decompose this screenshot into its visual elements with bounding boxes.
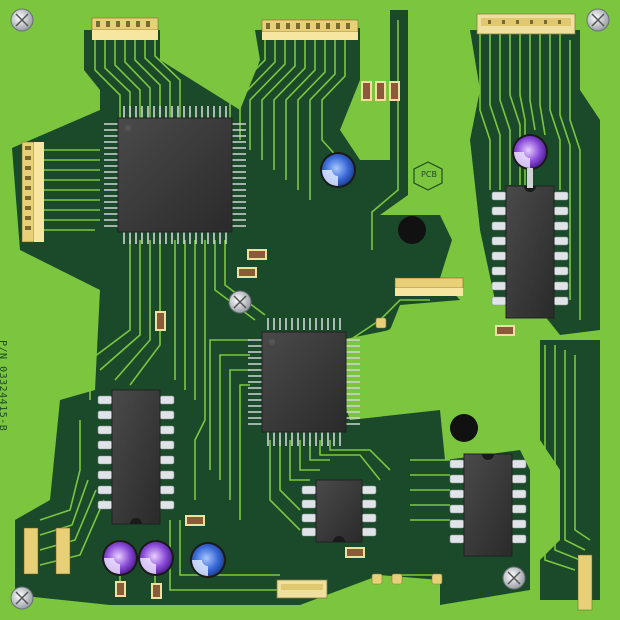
part-number-label: P/N 03324415-B [0, 340, 8, 432]
transistor-top [398, 216, 426, 244]
screw-icon [10, 8, 34, 32]
trace-lines [39, 20, 591, 601]
connector-header-bottom-left [23, 527, 71, 575]
capacitor-blue-bottom [190, 542, 226, 578]
pcb-hexagon-logo-icon [413, 161, 443, 191]
screw-icon [10, 586, 34, 610]
pcb-logo-text: PCB [421, 170, 437, 179]
connector-header-mid-right [394, 277, 464, 296]
transistor-bottom [450, 414, 478, 442]
connector-header-bottom-right [577, 554, 593, 611]
connector-header-top-center [261, 19, 359, 40]
connector-header-left [21, 141, 44, 243]
connector-header-top-left [91, 17, 159, 40]
screw-icon [586, 8, 610, 32]
qfp-chip-main [104, 106, 246, 244]
dip-chip-left [97, 389, 175, 525]
dip-chip-bottom-center [301, 479, 377, 543]
capacitor-purple-top-right [512, 134, 548, 188]
qfp-chip-center [248, 318, 360, 446]
screw-icon [502, 566, 526, 590]
resistors [115, 81, 515, 599]
screw-icon [228, 290, 252, 314]
capacitor-blue-top [320, 152, 356, 188]
solder-pads [371, 317, 443, 585]
capacitor-purple-bottom-left [102, 540, 138, 576]
connector-header-top-right [476, 13, 576, 35]
connector-header-bottom-center [276, 579, 328, 599]
dip-chip-right-bottom [449, 453, 527, 557]
capacitor-purple-bottom-left-2 [138, 540, 174, 576]
